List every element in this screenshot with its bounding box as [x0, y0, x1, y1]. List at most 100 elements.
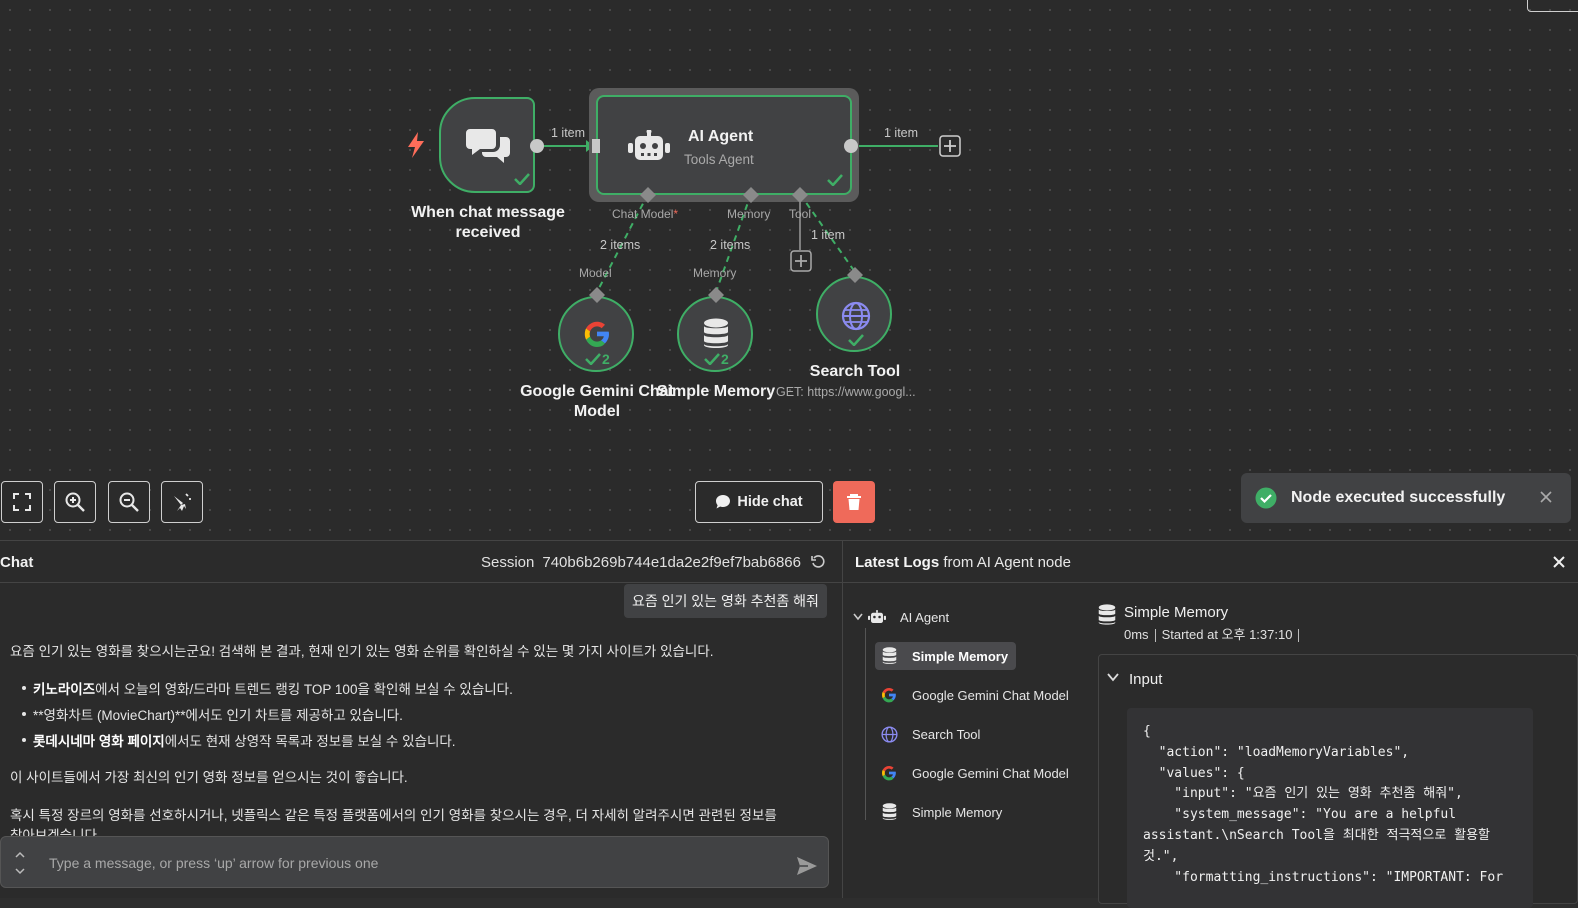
trigger-output-handle[interactable]	[529, 138, 545, 154]
divider	[1298, 629, 1300, 643]
node-search-tool[interactable]	[816, 276, 892, 352]
tree-item-gemini-2[interactable]: Google Gemini Chat Model	[880, 764, 1069, 782]
bot-message-bullet-2: **영화차트 (MovieChart)**에서도 인기 차트를 제공하고 있습니…	[33, 708, 403, 723]
node-chat-trigger[interactable]	[439, 97, 535, 193]
user-message: 요즘 인기 있는 영화 추천좀 해줘	[624, 584, 827, 618]
memory-node-label: Simple Memory	[656, 383, 776, 400]
gemini-output-handle[interactable]	[588, 286, 606, 304]
workflow-canvas[interactable]: When chat message received 1 item AI Age…	[0, 0, 1578, 540]
handle-label-chat-model: Chat Model*	[612, 207, 679, 221]
connection-tool	[799, 193, 856, 273]
google-icon	[880, 764, 898, 782]
tree-item-label: Search Tool	[912, 726, 981, 742]
database-icon	[880, 647, 898, 665]
agent-title: AI Agent	[688, 128, 754, 145]
agent-input-handle[interactable]	[591, 138, 603, 154]
search-node-subtitle: GET: https://www.googl...	[776, 385, 916, 399]
check-icon	[704, 353, 720, 365]
chat-title: Chat	[0, 554, 34, 571]
fit-view-button[interactable]	[1, 481, 43, 523]
input-section-title[interactable]: Input	[1129, 671, 1163, 688]
database-icon	[1098, 604, 1116, 625]
bot-message-paragraph-3: 혹시 특정 장르의 영화를 선호하시거나, 넷플릭스 같은 특정 플랫폼에서의 …	[10, 808, 777, 823]
search-output-handle[interactable]	[846, 266, 864, 284]
tree-item-search-tool[interactable]: Search Tool	[880, 725, 980, 743]
tree-item-label: Google Gemini Chat Model	[912, 765, 1069, 781]
execution-count: 2	[721, 351, 729, 367]
close-icon[interactable]	[1553, 556, 1565, 568]
json-line: "formatting_instructions": "IMPORTANT: F…	[1143, 869, 1504, 885]
check-icon	[514, 173, 530, 185]
bot-message-paragraph-2: 이 사이트들에서 가장 최신의 인기 영화 정보를 얻으시는 것이 좋습니다.	[10, 770, 408, 785]
node-simple-memory[interactable]: 2	[677, 296, 753, 372]
tree-item-gemini-1[interactable]: Google Gemini Chat Model	[880, 686, 1069, 704]
bot-message-paragraph-3-cont: 찾아보겠습니다.	[10, 828, 101, 836]
chevron-down-icon[interactable]	[853, 613, 863, 621]
send-icon[interactable]	[796, 856, 818, 876]
divider	[1154, 629, 1156, 643]
broom-icon	[174, 493, 191, 511]
bolt-icon	[408, 132, 424, 158]
tree-item-simple-memory-selected[interactable]: Simple Memory	[875, 642, 1017, 670]
connection-model	[596, 193, 649, 293]
globe-icon	[880, 725, 898, 743]
json-line: 것.",	[1143, 848, 1179, 864]
tool-handle[interactable]	[791, 186, 809, 204]
tidy-up-button[interactable]	[161, 481, 203, 523]
success-check-icon	[1255, 487, 1277, 509]
connection-label-model: 2 items	[600, 238, 641, 252]
gemini-node-label: Google Gemini Chat Model	[520, 383, 674, 420]
chat-input-box[interactable]	[0, 836, 829, 888]
robot-icon	[628, 130, 670, 160]
google-icon	[584, 321, 609, 347]
zoom-in-button[interactable]	[54, 481, 96, 523]
chat-model-handle[interactable]	[639, 186, 657, 204]
check-icon	[585, 353, 601, 365]
zoom-in-icon	[65, 492, 85, 512]
tree-item-label: AI Agent	[900, 609, 950, 625]
memory-handle[interactable]	[742, 186, 760, 204]
chat-message-input[interactable]	[47, 851, 751, 875]
history-arrows-icon[interactable]	[15, 851, 25, 875]
add-tool-icon[interactable]	[790, 250, 812, 272]
database-icon	[880, 803, 898, 821]
search-node-label: Search Tool	[809, 363, 901, 380]
bot-message-intro: 요즘 인기 있는 영화를 찾으시는군요! 검색해 본 결과, 현재 인기 있는 …	[10, 644, 714, 659]
logs-header: Latest Logs from AI Agent node	[843, 541, 1578, 583]
trigger-node-label: When chat message received	[411, 204, 565, 241]
connection-label-trigger: 1 item	[551, 126, 586, 140]
agent-output-handle[interactable]	[843, 138, 859, 154]
tree-item-ai-agent[interactable]: AI Agent	[868, 608, 949, 626]
node-gemini-chat-model[interactable]: 2	[558, 296, 634, 372]
handle-label-memory-in: Memory	[693, 266, 737, 280]
add-node-icon[interactable]	[939, 135, 961, 157]
check-icon	[827, 174, 843, 186]
json-content: { "action": "loadMemoryVariables", "valu…	[1143, 722, 1503, 888]
hide-chat-button[interactable]: Hide chat	[695, 481, 823, 523]
google-icon	[880, 686, 898, 704]
hide-chat-label: Hide chat	[737, 494, 803, 510]
clear-execution-button[interactable]	[833, 481, 875, 523]
bullet	[22, 712, 26, 716]
refresh-session-icon[interactable]	[811, 555, 825, 569]
close-icon[interactable]	[1540, 491, 1552, 503]
tree-item-label: Simple Memory	[912, 804, 1003, 820]
json-line: "input": "요즘 인기 있는 영화 추천좀 해줘",	[1143, 786, 1463, 802]
top-right-panel-edge[interactable]	[1527, 0, 1578, 12]
tree-line	[865, 628, 866, 820]
json-line: "action": "loadMemoryVariables",	[1143, 744, 1410, 760]
session-id: 740b6b269b744e1da2e2f9ef7bab6866	[542, 554, 801, 571]
bot-message-bullet-1: 키노라이즈에서 오늘의 영화/드라마 트렌드 랭킹 TOP 100을 확인해 보…	[33, 682, 513, 697]
toast-message: Node executed successfully	[1291, 489, 1506, 506]
execution-count: 2	[602, 351, 610, 367]
tree-item-simple-memory-2[interactable]: Simple Memory	[880, 803, 1002, 821]
agent-subtitle: Tools Agent	[684, 152, 754, 167]
detail-started: Started at 오후 1:37:10	[1161, 627, 1293, 642]
memory-output-handle[interactable]	[707, 286, 725, 304]
zoom-out-button[interactable]	[108, 481, 150, 523]
json-line: assistant.\nSearch Tool을 최대한 적극적으로 활용할	[1143, 827, 1491, 843]
chevron-down-icon[interactable]	[1107, 673, 1119, 682]
node-ai-agent[interactable]: AI Agent Tools Agent	[596, 95, 852, 195]
